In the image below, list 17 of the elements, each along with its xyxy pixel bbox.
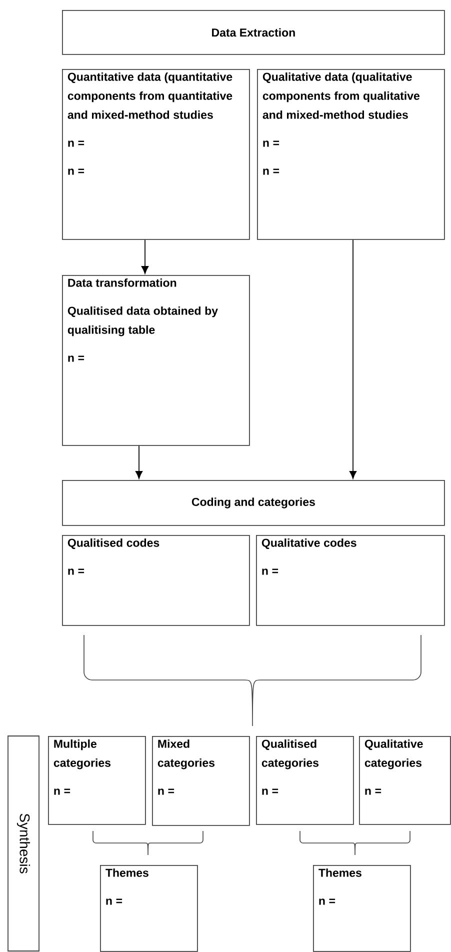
process-box: Qualitised categories n = (256, 736, 354, 825)
section-band: Synthesis (8, 736, 40, 952)
header-box: Data Extraction (62, 10, 445, 55)
arrow (135, 445, 143, 479)
process-box: Themes n = (100, 865, 198, 952)
process-box: Qualitative codes n = (256, 535, 445, 626)
arrow (349, 239, 357, 479)
process-box: Qualitised codes n = (62, 535, 250, 626)
process-box: Qualitative categories n = (359, 736, 451, 825)
process-box: Data transformation Qualitised data obtained by qualitising table n = (62, 275, 250, 446)
arrow (141, 239, 149, 274)
process-box: Mixed categories n = (152, 736, 250, 826)
process-box: Quantitative data (quantitative components from quantitative and mixed-method studies n = n = (62, 69, 250, 240)
process-box: Themes n = (313, 865, 411, 952)
header-box: Coding and categories (62, 480, 445, 526)
process-box: Qualitative data (qualitative components from qualitative and mixed-method studies n = n = (257, 69, 445, 240)
process-box: Multiple categories n = (48, 736, 146, 825)
